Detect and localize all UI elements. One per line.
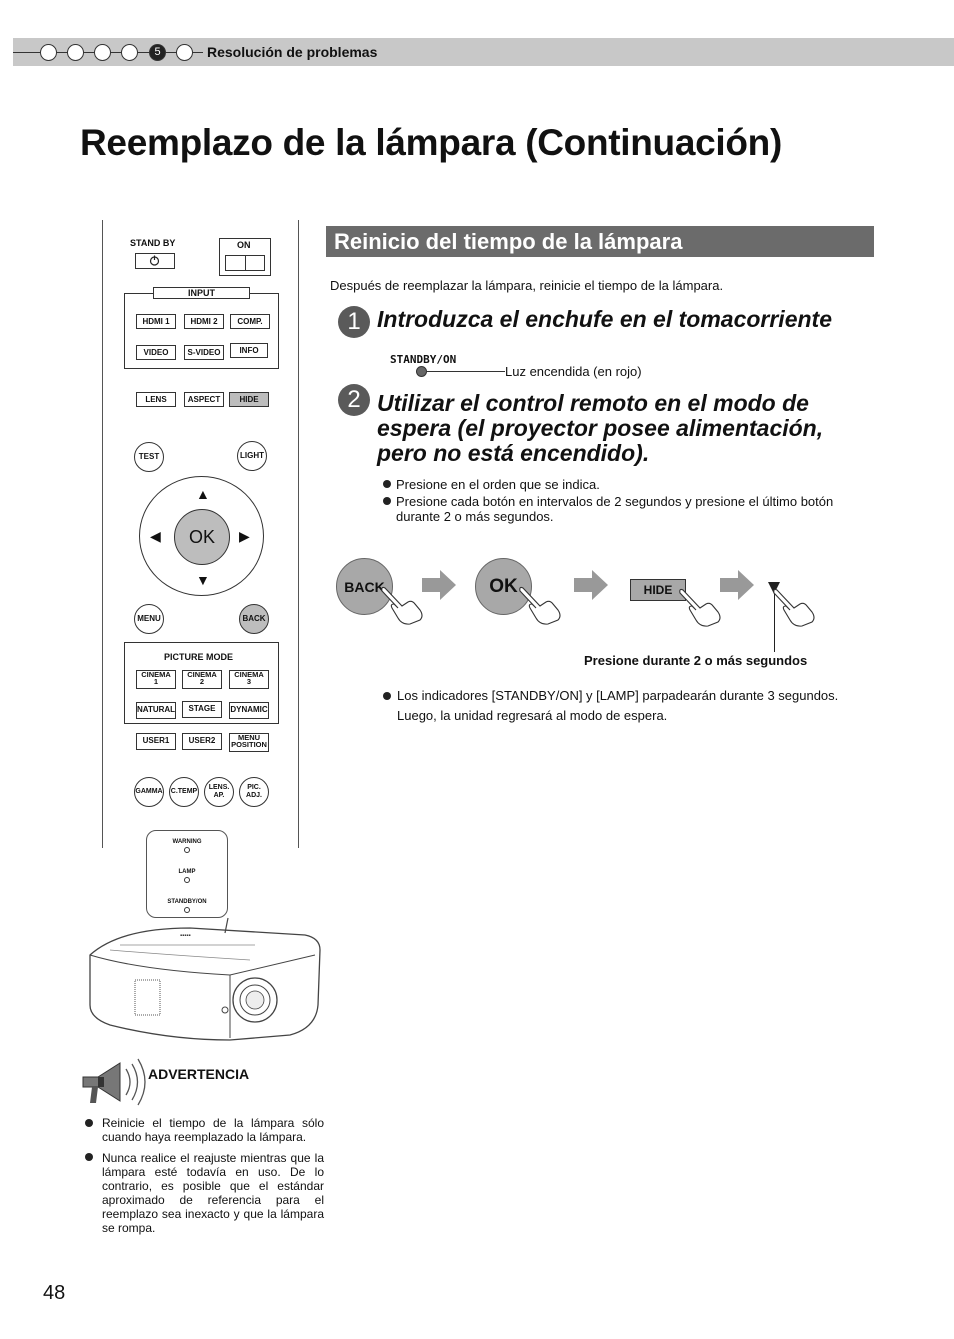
standby-indicator-label: STANDBY/ON xyxy=(167,899,207,905)
step-2-bullet-text: Presione en el orden que se indica. xyxy=(396,477,600,492)
page-number: 48 xyxy=(43,1282,66,1304)
hand-pointer-icon xyxy=(519,586,561,625)
step-2-bullet-text: Presione cada botón en intervalos de 2 s… xyxy=(396,494,834,524)
arrow-up-icon: ▲ xyxy=(196,486,210,502)
sequence-ok-button: OK xyxy=(475,558,532,615)
sequence-hide-button: HIDE xyxy=(630,579,686,601)
chapter-circle-3 xyxy=(94,44,111,61)
menu-button: MENU xyxy=(134,604,164,634)
note-text: Los indicadores [STANDBY/ON] y [LAMP] pa… xyxy=(397,688,839,723)
lens-button: LENS xyxy=(136,392,176,407)
chapter-circle-4 xyxy=(121,44,138,61)
intro-text: Después de reemplazar la lámpara, reinic… xyxy=(330,278,724,293)
hdmi2-button: HDMI 2 xyxy=(184,314,224,329)
standby-on-label: STANDBY/ON xyxy=(390,353,457,366)
chapter-circle-6 xyxy=(176,44,193,61)
hdmi1-button: HDMI 1 xyxy=(136,314,176,329)
section-heading: Reinicio del tiempo de la lámpara xyxy=(326,226,874,257)
projector-illustration: ▪▪▪▪▪ xyxy=(89,917,321,1041)
stage-button: STAGE xyxy=(182,701,222,718)
warning-indicator-label: WARNING xyxy=(172,839,202,845)
hold-instruction: Presione durante 2 o más segundos xyxy=(584,653,808,668)
hand-pointer-icon xyxy=(773,588,815,627)
video-button: VIDEO xyxy=(136,345,176,360)
led-description: Luz encendida (en rojo) xyxy=(505,364,642,379)
arrow-right-icon: ▶ xyxy=(239,528,250,544)
section-label: Resolución de problemas xyxy=(207,44,378,60)
hand-pointer-icon xyxy=(381,586,423,625)
step-2-number: 2 xyxy=(338,384,370,416)
sequence-arrow-icon xyxy=(720,570,754,600)
step-2-title: Utilizar el control remoto en el modo de… xyxy=(377,390,824,466)
warning-bullet xyxy=(85,1119,93,1127)
svg-text:▪▪▪▪▪: ▪▪▪▪▪ xyxy=(180,933,191,939)
sequence-arrow-icon xyxy=(574,570,608,600)
svideo-button: S-VIDEO xyxy=(184,345,224,360)
remote-on-button xyxy=(225,255,265,271)
input-label: INPUT xyxy=(153,287,250,299)
picture-mode-frame xyxy=(124,642,279,724)
lamp-indicator-label: LAMP xyxy=(178,869,196,875)
user1-button: USER1 xyxy=(136,733,176,750)
lamp-led-icon xyxy=(184,877,190,883)
page-title: Reemplazo de la lámpara (Continuación) xyxy=(80,122,783,163)
remote-standby-button xyxy=(135,253,175,269)
warning-item: Reinicie el tiempo de la lámpara sólo cu… xyxy=(102,1116,324,1144)
remote-on-frame xyxy=(219,238,271,276)
warning-item: Nunca realice el reajuste mientras que l… xyxy=(102,1151,324,1235)
remote-control-illustration: STAND BY ON INPUT HDMI 1 HDMI 2 COMP. VI… xyxy=(102,220,299,848)
natural-button: NATURAL xyxy=(136,702,176,719)
hold-leader-line xyxy=(774,594,775,652)
hand-pointer-icon xyxy=(679,588,721,627)
note-bullet xyxy=(383,692,391,700)
warning-led-icon xyxy=(184,847,190,853)
megaphone-icon xyxy=(82,1058,146,1106)
user2-button: USER2 xyxy=(182,733,222,750)
back-button: BACK xyxy=(239,604,269,634)
standby-led-icon xyxy=(416,366,427,377)
step-1-title: Introduzca el enchufe en el tomacorrient… xyxy=(377,306,832,332)
arrow-down-icon: ▼ xyxy=(196,572,210,588)
step-2-bullet xyxy=(383,497,391,505)
info-button: INFO xyxy=(230,343,268,358)
lens-ap-button: LENS.AP. xyxy=(204,777,234,807)
chapter-circle-2 xyxy=(67,44,84,61)
dpad-ring xyxy=(139,476,264,596)
standby-led-icon xyxy=(184,907,190,913)
arrow-left-icon: ◀ xyxy=(150,528,161,544)
ok-button: OK xyxy=(174,509,230,565)
gamma-button: GAMMA xyxy=(134,777,164,807)
ctemp-button: C.TEMP xyxy=(169,777,199,807)
indicator-panel: WARNING LAMP STANDBY/ON xyxy=(146,830,228,918)
aspect-button: ASPECT xyxy=(184,392,224,407)
hold-triangle-icon xyxy=(768,582,780,594)
chapter-circle-active: 5 xyxy=(149,44,166,61)
remote-on-label: ON xyxy=(237,240,251,250)
comp-button: COMP. xyxy=(230,314,270,329)
pic-adj-button: PIC.ADJ. xyxy=(239,777,269,807)
step-1-number: 1 xyxy=(338,306,370,338)
warning-bullet xyxy=(85,1153,93,1161)
sequence-arrow-icon xyxy=(422,570,456,600)
picture-mode-label: PICTURE MODE xyxy=(164,652,234,662)
warning-title: ADVERTENCIA xyxy=(148,1066,250,1082)
hide-button: HIDE xyxy=(229,392,269,407)
chapter-circle-1 xyxy=(40,44,57,61)
dynamic-button: DYNAMIC xyxy=(229,702,269,719)
light-button: LIGHT xyxy=(237,441,267,471)
step-2-bullet xyxy=(383,480,391,488)
sequence-back-button: BACK xyxy=(336,558,393,615)
led-leader-line xyxy=(427,371,505,372)
test-button: TEST xyxy=(134,442,164,472)
remote-standby-label: STAND BY xyxy=(130,238,176,248)
power-icon xyxy=(149,255,160,266)
